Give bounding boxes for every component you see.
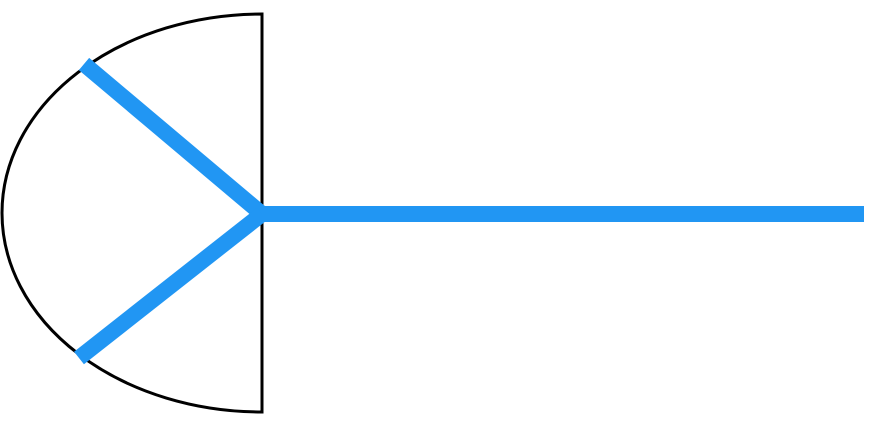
lower-ray xyxy=(74,207,267,365)
upper-ray xyxy=(78,57,268,221)
half-disc-outline xyxy=(0,12,264,414)
